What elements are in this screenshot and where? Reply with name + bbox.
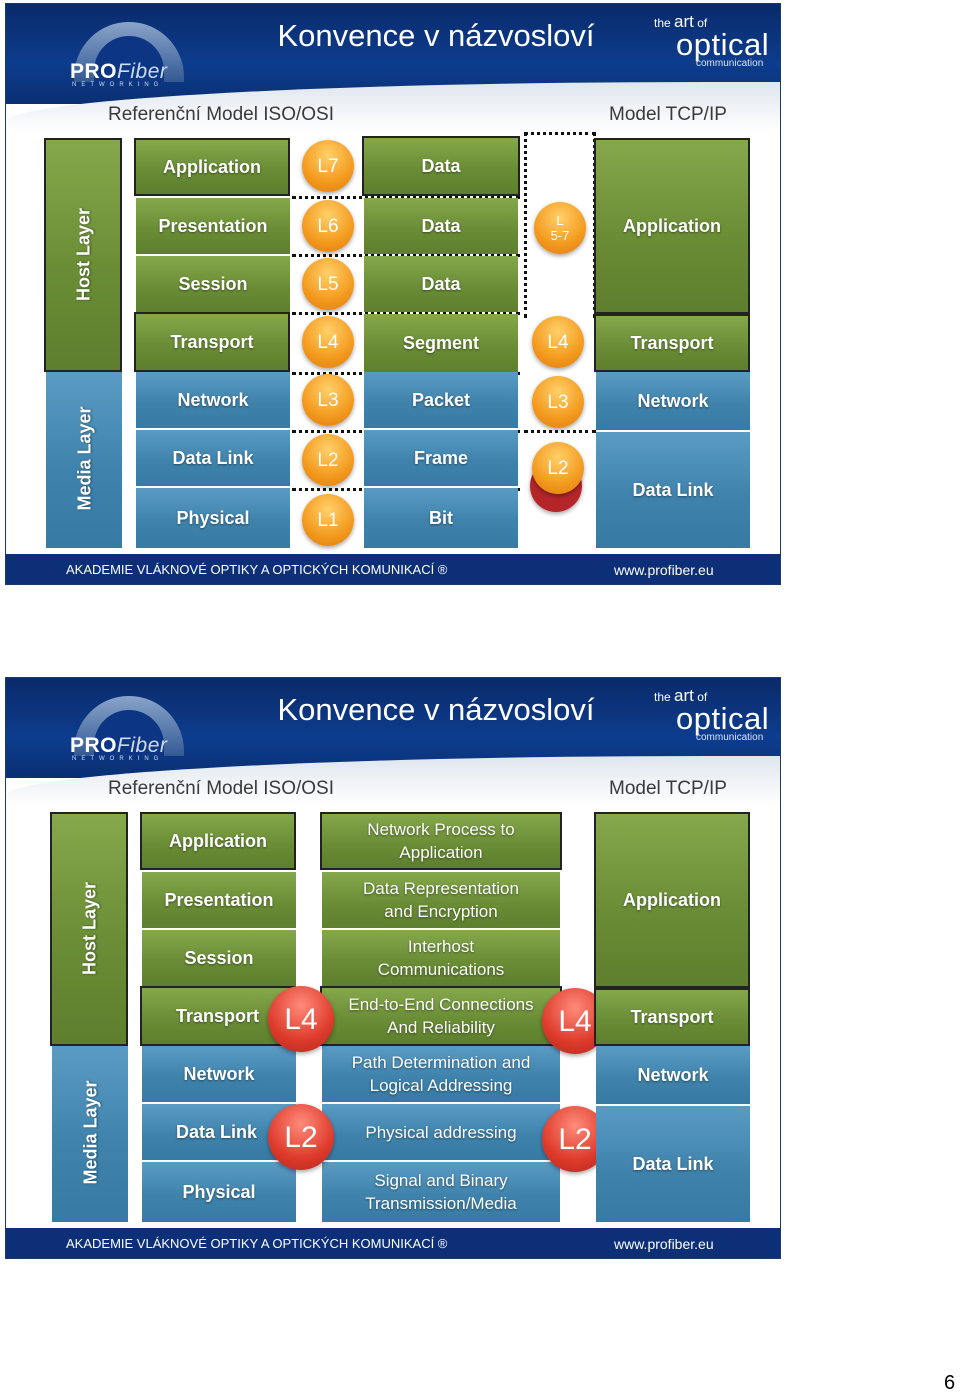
badge-l4-left: L4 xyxy=(268,986,334,1052)
tcp-application: Application xyxy=(594,138,750,314)
level-badge-l5: L5 xyxy=(302,258,354,310)
profiber-logo: PROFiber NETWORKING xyxy=(66,22,196,88)
desc-network: Path Determination and Logical Addressin… xyxy=(322,1046,560,1102)
website-link: www.profiber.eu xyxy=(614,562,714,578)
pdu-data-l7: Data xyxy=(362,136,520,196)
model-left-label: Referenční Model ISO/OSI xyxy=(108,778,334,799)
desc-transport: End-to-End Connections And Reliability xyxy=(320,986,562,1046)
pdu-packet: Packet xyxy=(364,372,518,428)
art-of-optical-logo: the art of optical communication xyxy=(654,12,770,69)
osi-application: Application xyxy=(134,138,290,196)
media-layer-bar xyxy=(52,1046,128,1222)
slide-title: Konvence v názvosloví xyxy=(277,692,595,727)
tcp-badge-l2: L2 xyxy=(532,442,584,494)
pdu-data-l6: Data xyxy=(364,198,518,254)
media-layer-label: Media Layer xyxy=(80,1080,101,1185)
osi-physical: Physical xyxy=(142,1162,296,1222)
host-layer-bar xyxy=(50,812,128,1046)
host-layer-label: Host Layer xyxy=(73,207,94,302)
tcp-badge-l4: L4 xyxy=(532,316,584,368)
pdu-segment: Segment xyxy=(364,314,518,372)
osi-application: Application xyxy=(140,812,296,870)
desc-physical: Signal and Binary Transmission/Media xyxy=(322,1162,560,1222)
pdu-frame: Frame xyxy=(364,430,518,486)
tcp-data-link: Data Link xyxy=(596,1106,750,1222)
tcp-transport: Transport xyxy=(594,314,750,372)
desc-application: Network Process to Application xyxy=(320,812,562,870)
level-badge-l7: L7 xyxy=(302,140,354,192)
level-badge-l6: L6 xyxy=(302,200,354,252)
pdu-bit: Bit xyxy=(364,488,518,548)
slide-footer: AKADEMIE VLÁKNOVÉ OPTIKY A OPTICKÝCH KOM… xyxy=(6,554,780,584)
osi-session: Session xyxy=(142,930,296,986)
model-left-label: Referenční Model ISO/OSI xyxy=(108,104,334,125)
slide-title: Konvence v názvosloví xyxy=(277,18,595,53)
tcp-badge-l5-7: L 5-7 xyxy=(534,202,586,254)
host-layer-bar xyxy=(44,138,122,372)
osi-presentation: Presentation xyxy=(142,872,296,928)
art-of-optical-logo: the art of optical communication xyxy=(654,686,770,743)
media-layer-bar xyxy=(46,372,122,548)
profiber-logo: PROFiber NETWORKING xyxy=(66,696,196,762)
desc-data-link: Physical addressing xyxy=(322,1104,560,1160)
osi-presentation: Presentation xyxy=(136,198,290,254)
slide-1: PROFiber NETWORKING Konvence v názvoslov… xyxy=(5,3,781,585)
page-number: 6 xyxy=(944,1372,956,1394)
osi-transport: Transport xyxy=(134,312,290,372)
pdu-data-l5: Data xyxy=(364,256,518,312)
level-badge-l3: L3 xyxy=(302,374,354,426)
media-layer-label: Media Layer xyxy=(74,406,95,511)
level-badge-l2: L2 xyxy=(302,434,354,486)
tcp-data-link: Data Link xyxy=(596,432,750,548)
slide-footer: AKADEMIE VLÁKNOVÉ OPTIKY A OPTICKÝCH KOM… xyxy=(6,1228,780,1258)
osi-session: Session xyxy=(136,256,290,312)
model-right-label: Model TCP/IP xyxy=(609,104,727,125)
tcp-badge-l3: L3 xyxy=(532,376,584,428)
host-layer-label: Host Layer xyxy=(79,881,100,976)
level-badge-l1: L1 xyxy=(302,494,354,546)
osi-network: Network xyxy=(136,372,290,428)
tcp-network: Network xyxy=(596,1046,750,1104)
slide-2: PROFiber NETWORKING Konvence v názvoslov… xyxy=(5,677,781,1259)
tcp-application: Application xyxy=(594,812,750,988)
osi-data-link: Data Link xyxy=(136,430,290,486)
desc-session: Interhost Communications xyxy=(322,930,560,986)
osi-network: Network xyxy=(142,1046,296,1102)
model-right-label: Model TCP/IP xyxy=(609,778,727,799)
osi-physical: Physical xyxy=(136,488,290,548)
badge-l2-left: L2 xyxy=(268,1104,334,1170)
tcp-transport: Transport xyxy=(594,988,750,1046)
tcp-network: Network xyxy=(596,372,750,430)
level-badge-l4: L4 xyxy=(302,316,354,368)
website-link: www.profiber.eu xyxy=(614,1236,714,1252)
desc-presentation: Data Representation and Encryption xyxy=(322,872,560,928)
